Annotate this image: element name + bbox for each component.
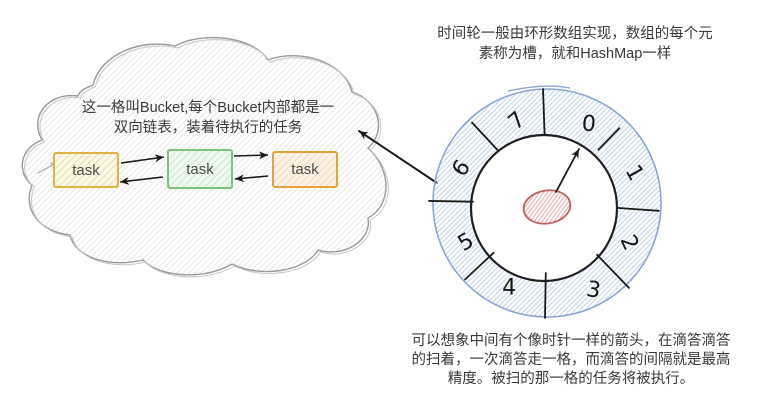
wheel-tick — [617, 207, 660, 212]
bottom-annotation-line: 的扫着，一次滴答走一格，而滴答的间隔就是最高 — [411, 352, 731, 368]
wheel-tick — [471, 121, 499, 152]
task-link-arrow — [120, 154, 165, 164]
wheel-tick — [596, 253, 630, 289]
wheel-to-cloud-arrow — [358, 130, 438, 184]
bottom-annotation-line: 可以想象中间有个像时针一样的箭头，在滴答滴答 — [411, 333, 731, 349]
clock-hand-arrow — [555, 148, 580, 193]
task-label: task — [291, 161, 319, 178]
cloud-annotation-line: 双向链表，装着待执行的任务 — [113, 119, 303, 136]
task-label: task — [72, 161, 100, 179]
top-annotation: 时间轮一般由环形数组实现，数组的每个元 素称为槽，就和HashMap一样 — [390, 25, 760, 64]
wheel-tick — [428, 200, 474, 203]
task-box-1: task — [53, 152, 119, 188]
cloud-annotation: 这一格叫Bucket,每个Bucket内部都是一 双向链表，装着待执行的任务 — [58, 99, 358, 138]
wheel-slot-label-4: 4 — [502, 275, 516, 300]
wheel-outer-sketch-overlap — [507, 85, 571, 92]
wheel-tick — [542, 88, 546, 136]
wheel-slot-dividers — [428, 88, 660, 319]
wheel-hub-ellipse — [522, 189, 572, 225]
top-annotation-line: 素称为槽，就和HashMap一样 — [478, 45, 672, 62]
task-link-arrow — [119, 176, 164, 185]
wheel-tick — [544, 272, 547, 319]
task-link-arrow — [234, 174, 269, 183]
wheel-slot-label-3: 3 — [584, 277, 602, 304]
task-box-2: task — [167, 149, 233, 189]
task-label: task — [186, 160, 214, 178]
wheel-tick — [597, 127, 621, 151]
top-annotation-line: 时间轮一般由环形数组实现，数组的每个元 — [437, 26, 713, 42]
task-box-3: task — [272, 151, 338, 188]
cloud-shape-sketch-stroke — [24, 39, 389, 278]
wheel-tick — [464, 251, 495, 281]
wheel-slot-label-0: 0 — [581, 111, 598, 137]
task-link-arrows — [119, 151, 269, 185]
cloud-annotation-line: 这一格叫Bucket,每个Bucket内部都是一 — [81, 100, 335, 116]
bottom-annotation: 可以想象中间有个像时针一样的箭头，在滴答滴答 的扫着，一次滴答走一格，而滴答的间… — [382, 332, 760, 389]
task-link-arrow — [233, 151, 269, 160]
bottom-annotation-line: 精度。被扫的那一格的任务将被执行。 — [447, 371, 695, 387]
